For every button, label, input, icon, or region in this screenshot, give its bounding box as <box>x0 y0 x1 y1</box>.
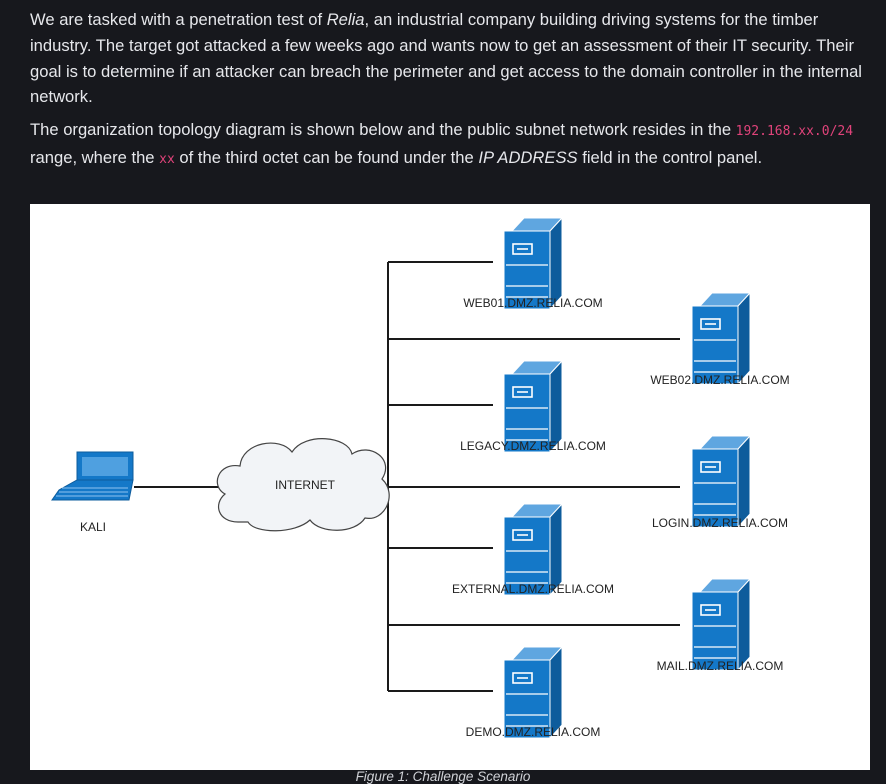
network-links <box>134 261 680 692</box>
company-name: Relia <box>326 10 365 29</box>
figure-caption: Figure 1: Challenge Scenario <box>355 769 531 784</box>
server-label-login: LOGIN.DMZ.RELIA.COM <box>652 516 788 530</box>
intro-paragraph-2: The organization topology diagram is sho… <box>30 117 875 173</box>
internet-label: INTERNET <box>275 478 336 492</box>
server-label-web02: WEB02.DMZ.RELIA.COM <box>650 373 789 387</box>
server-label-legacy: LEGACY.DMZ.RELIA.COM <box>460 439 606 453</box>
server-label-mail: MAIL.DMZ.RELIA.COM <box>657 659 784 673</box>
intro-text-rest: , an industrial company building driving… <box>30 10 862 107</box>
server-icon <box>691 435 751 528</box>
topology-text: The organization topology diagram is sho… <box>30 120 736 139</box>
ip-address-field-name: IP ADDRESS <box>478 147 578 167</box>
topology-text-2: range, where the <box>30 147 160 167</box>
topology-svg: KALI INTERNET WEB01.DMZ.RELIA.COM LEGACY… <box>51 217 790 739</box>
cloud-icon <box>216 438 390 532</box>
server-icon <box>691 292 751 385</box>
topology-text-4: field in the control panel. <box>577 147 763 167</box>
intro-text: We are tasked with a penetration test of <box>30 10 327 29</box>
server-icon <box>691 578 751 671</box>
intro-paragraph-1: We are tasked with a penetration test of… <box>30 7 875 110</box>
server-label-external: EXTERNAL.DMZ.RELIA.COM <box>452 582 614 596</box>
octet-code: xx <box>159 151 175 167</box>
topology-diagram: KALI INTERNET WEB01.DMZ.RELIA.COM LEGACY… <box>30 204 870 770</box>
kali-label: KALI <box>80 520 106 534</box>
server-label-web01: WEB01.DMZ.RELIA.COM <box>463 296 602 310</box>
topology-text-3: of the third octet can be found under th… <box>174 147 479 167</box>
subnet-code: 192.168.xx.0/24 <box>735 124 854 139</box>
server-label-demo: DEMO.DMZ.RELIA.COM <box>466 725 601 739</box>
laptop-icon <box>51 451 134 501</box>
